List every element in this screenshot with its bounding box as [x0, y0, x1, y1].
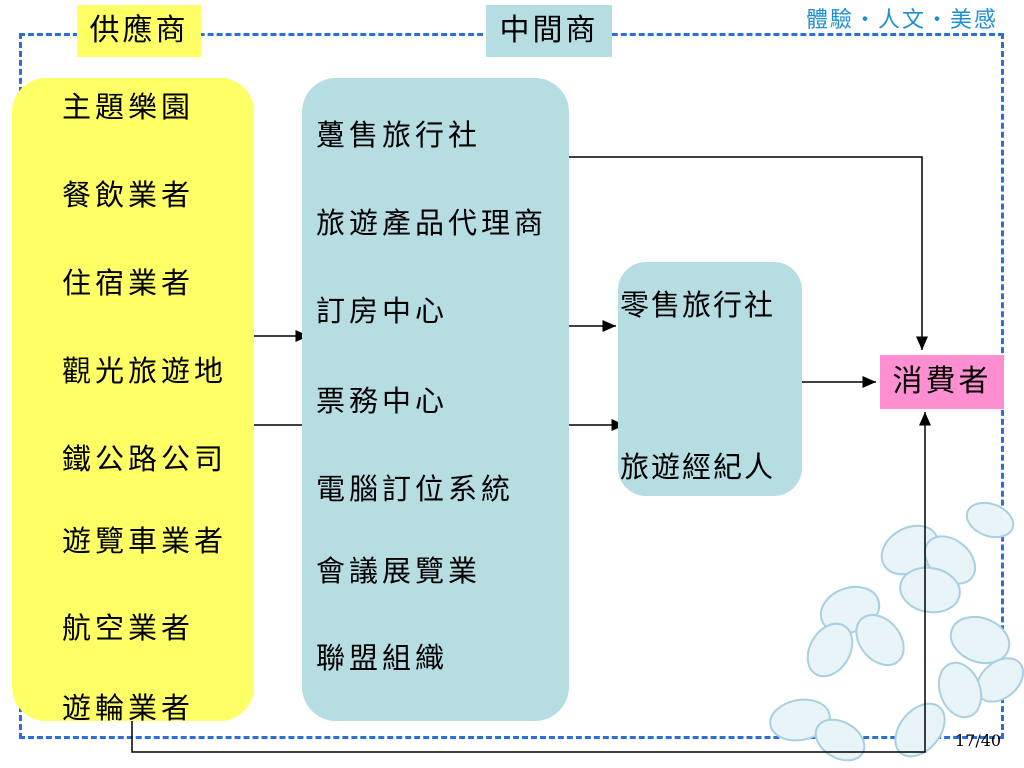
supplier-box: [12, 78, 254, 721]
retail-item: 旅遊經紀人: [620, 450, 776, 484]
flower-decoration-icon: [769, 501, 1024, 762]
supplier-item: 餐飲業者: [62, 178, 195, 212]
intermediary-box: [302, 78, 569, 721]
intermediary-item: 躉售旅行社: [316, 118, 482, 152]
intermediary-item: 旅遊產品代理商: [316, 206, 548, 240]
retail-box: [618, 262, 802, 496]
intermediary-item: 票務中心: [316, 384, 449, 418]
supplier-item: 遊輪業者: [62, 691, 195, 725]
tagline: 體驗・人文・美感: [805, 8, 998, 33]
arrow-intermediary-to-consumer: [569, 156, 928, 350]
intermediary-item: 聯盟組織: [316, 641, 449, 675]
arrow-supplier-to-consumer: [131, 412, 931, 753]
supplier-item: 航空業者: [62, 611, 195, 645]
intermediary-heading: 中間商: [486, 5, 612, 57]
consumer-box: 消費者: [880, 355, 1004, 409]
supplier-item: 鐵公路公司: [62, 442, 228, 476]
page-number: 17/40: [955, 731, 1002, 750]
intermediary-item: 會議展覽業: [316, 554, 482, 588]
supplier-heading: 供應商: [77, 5, 201, 57]
supplier-item: 遊覽車業者: [62, 524, 228, 558]
supplier-item: 觀光旅遊地: [62, 354, 228, 388]
intermediary-item: 電腦訂位系統: [316, 472, 515, 506]
retail-item: 零售旅行社: [620, 288, 776, 322]
intermediary-item: 訂房中心: [316, 294, 449, 328]
supplier-item: 住宿業者: [62, 266, 195, 300]
supplier-item: 主題樂園: [62, 90, 195, 124]
